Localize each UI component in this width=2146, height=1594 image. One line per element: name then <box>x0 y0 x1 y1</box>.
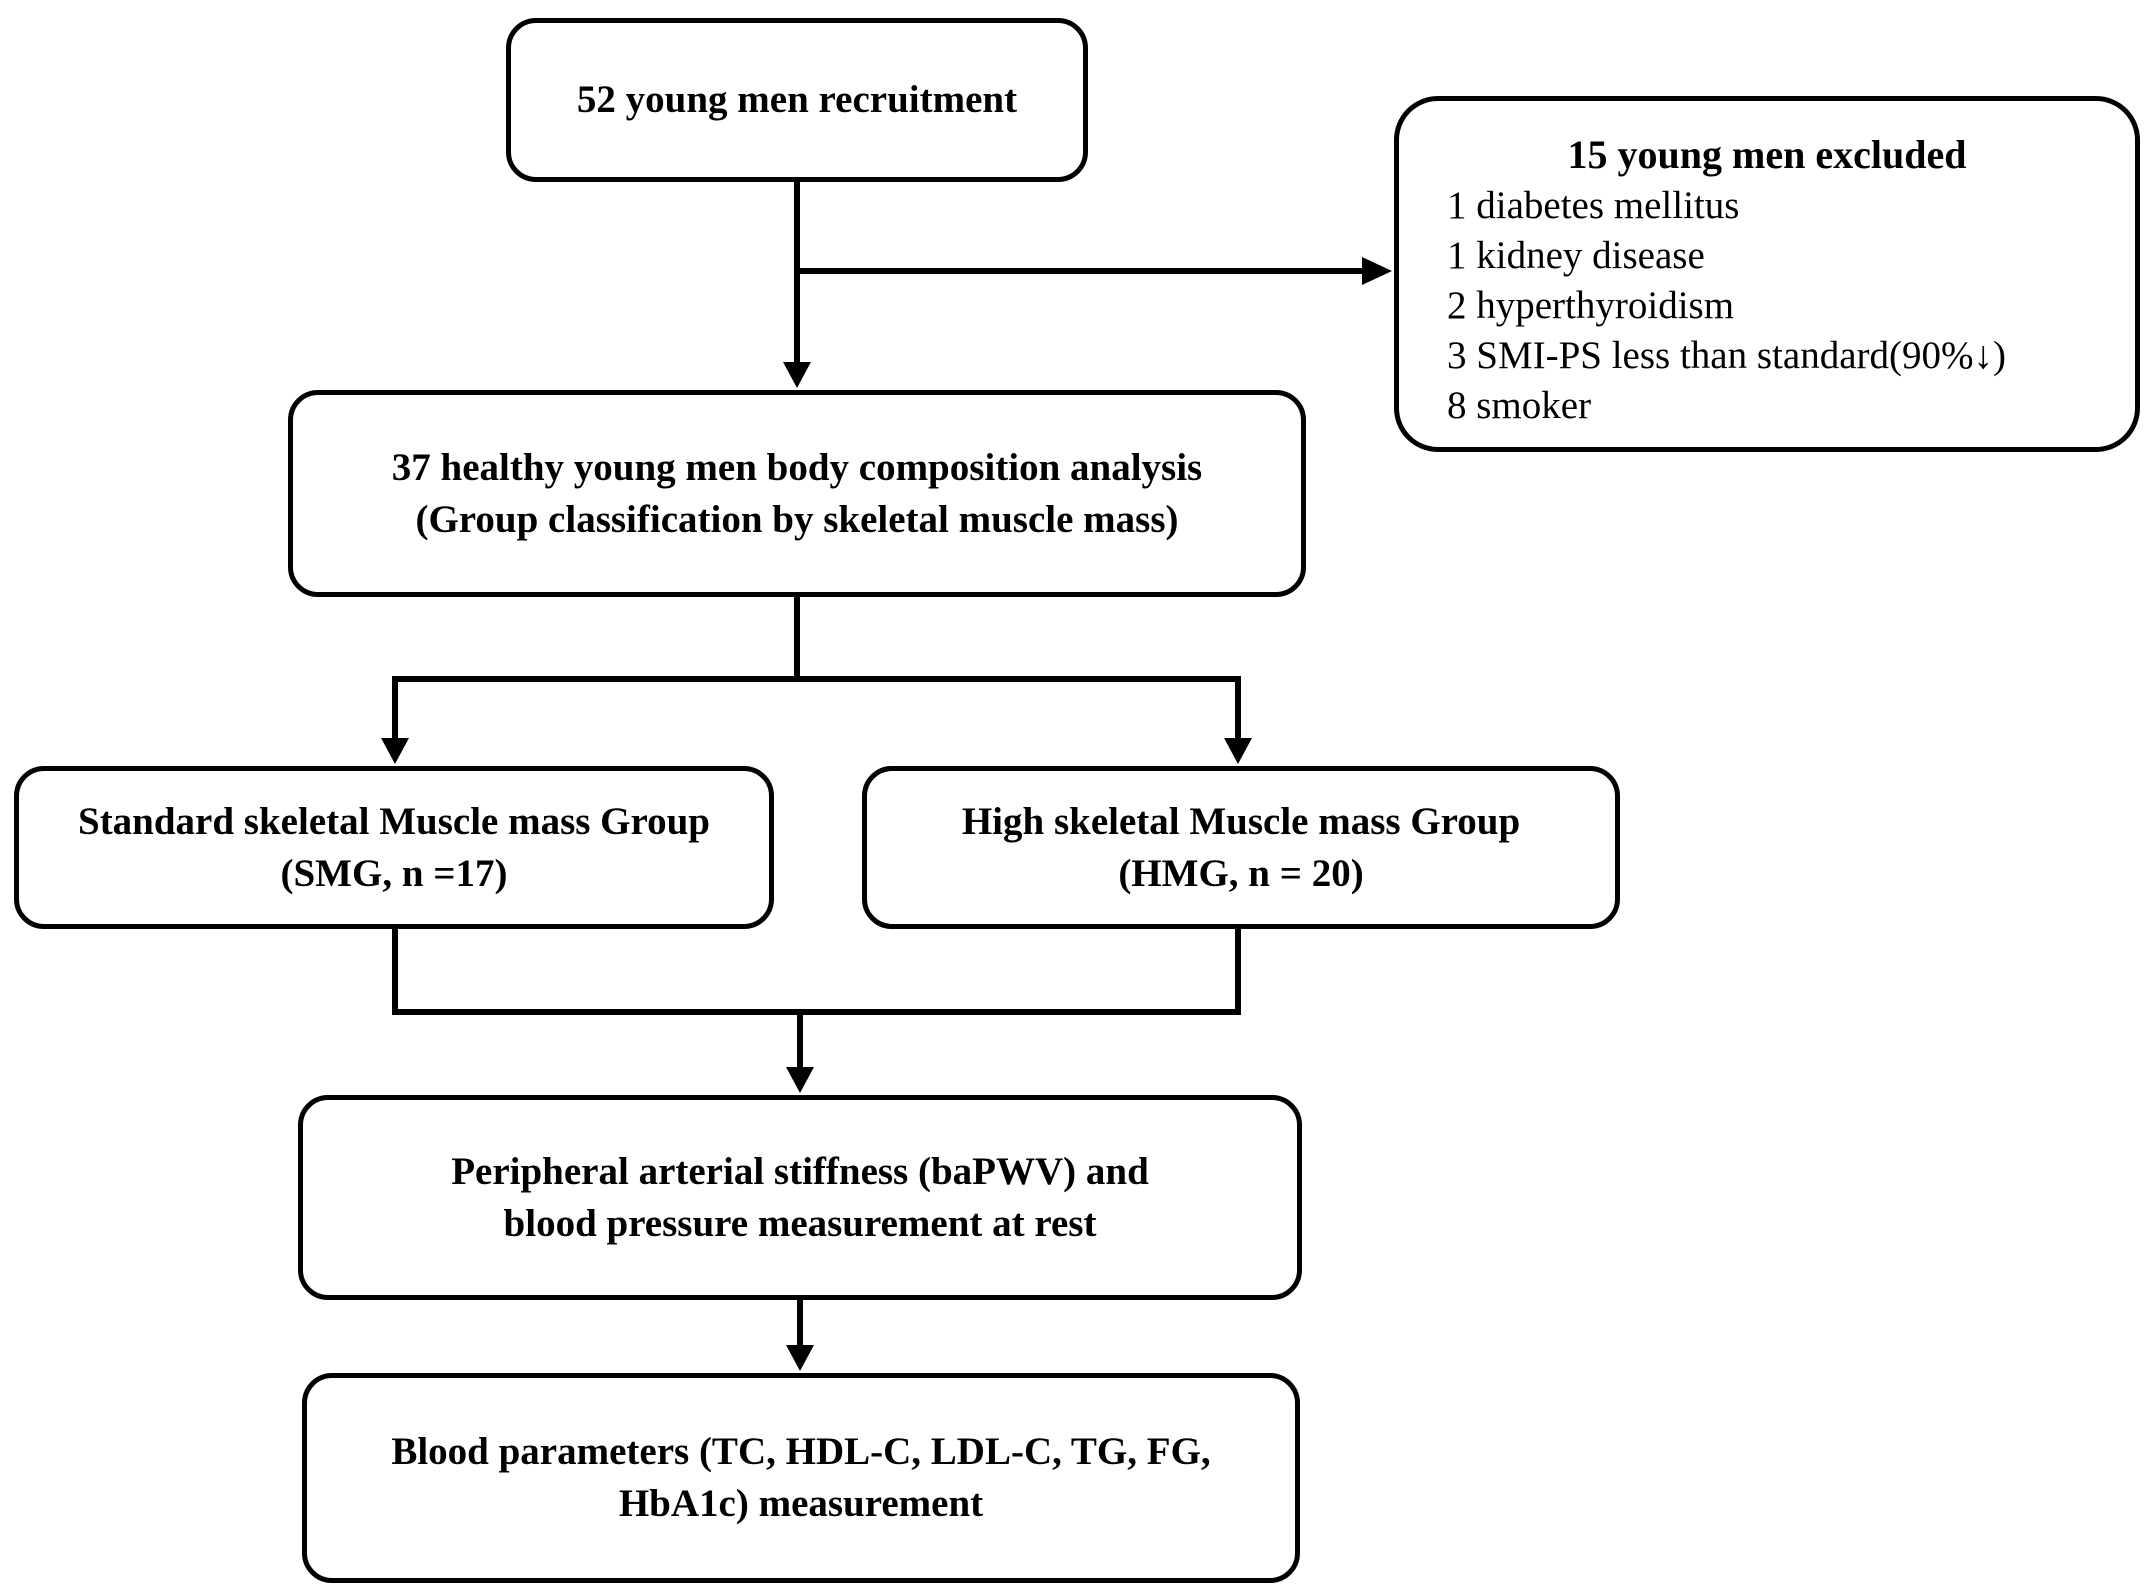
node-smg-line-1: Standard skeletal Muscle mass Group <box>78 799 710 843</box>
node-blood-line-2: HbA1c) measurement <box>618 1482 984 1525</box>
node-hmg-line-2: (HMG, n = 20) <box>1118 851 1364 895</box>
node-smg-line-2: (SMG, n =17) <box>280 851 508 895</box>
edge-merge-stiffness <box>392 1009 1241 1093</box>
exclusion-reason: 2 hyperthyroidism <box>1447 284 1735 327</box>
exclusion-reason: 8 smoker <box>1447 384 1592 427</box>
edge-analysis-split <box>392 597 1241 682</box>
node-analysis-line-2: (Group classification by skeletal muscle… <box>415 497 1179 541</box>
node-analysis: 37 healthy young men body composition an… <box>288 390 1306 597</box>
node-hmg-line-1: High skeletal Muscle mass Group <box>961 799 1521 843</box>
node-blood: Blood parameters (TC, HDL-C, LDL-C, TG, … <box>302 1373 1300 1583</box>
edge-analysis-smg <box>381 679 409 764</box>
node-excluded: 15 young men excluded 1 diabetes mellitu… <box>1394 96 2140 452</box>
node-stiffness-line-2: blood pressure measurement at rest <box>503 1201 1097 1245</box>
node-hmg: High skeletal Muscle mass Group (HMG, n … <box>862 766 1620 929</box>
edge-analysis-hmg <box>1224 679 1252 764</box>
node-analysis-line-1: 37 healthy young men body composition an… <box>391 445 1203 489</box>
node-stiffness-line-1: Peripheral arterial stiffness (baPWV) an… <box>451 1149 1149 1193</box>
node-smg: Standard skeletal Muscle mass Group (SMG… <box>14 766 774 929</box>
exclusion-reason: 3 SMI-PS less than standard(90%↓) <box>1447 334 2006 377</box>
edge-stiffness-blood <box>786 1300 814 1371</box>
edge-recruitment-excluded <box>797 257 1392 285</box>
node-recruitment: 52 young men recruitment <box>506 18 1088 182</box>
node-excluded-heading: 15 young men excluded <box>1567 132 1967 177</box>
node-recruitment-line-1: 52 young men recruitment <box>576 78 1018 121</box>
node-blood-line-1: Blood parameters (TC, HDL-C, LDL-C, TG, … <box>391 1430 1211 1473</box>
exclusion-reason: 1 kidney disease <box>1447 234 1705 277</box>
edge-recruitment-analysis <box>783 182 811 388</box>
exclusion-reason: 1 diabetes mellitus <box>1447 184 1740 227</box>
node-stiffness: Peripheral arterial stiffness (baPWV) an… <box>298 1095 1302 1300</box>
